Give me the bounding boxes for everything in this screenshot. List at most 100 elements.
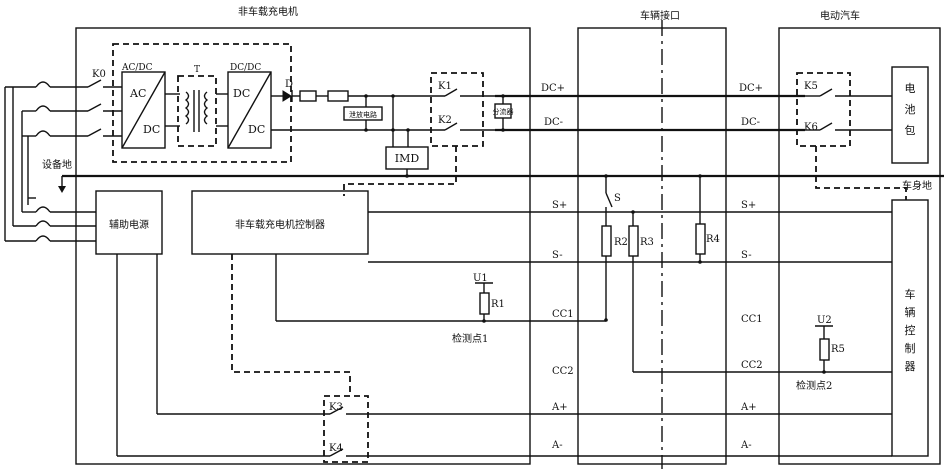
interface-title: 车辆接口 [640,9,680,22]
switch-contact-icon [87,103,102,112]
switch-contact-icon [329,406,344,415]
sp-left: S+ [552,200,567,211]
battery-pack [891,66,929,164]
vc-char-4: 制 [905,342,916,355]
plug-contact-icon [35,220,51,227]
controller-box [191,190,369,255]
k3-label: K3 [329,402,343,413]
cc2-left: CC2 [552,366,574,377]
dcm-left: DC- [544,117,563,128]
fuse-block [299,90,317,102]
vehicle-ground-label: 车身地 [902,179,932,192]
k1-k2-box [430,72,484,147]
detect1-label: 检测点1 [452,332,488,345]
resistor-r5 [819,338,830,361]
fuse-element [327,90,349,102]
k4-label: K4 [329,443,343,454]
k5-label: K5 [804,81,818,92]
dcdc-converter [227,71,272,149]
s-label: S [614,193,621,204]
resistor-r4 [695,223,706,255]
r1-label: R1 [491,299,505,310]
aux-power-text: 辅助电源 [109,218,149,231]
switch-contact-icon [444,88,458,97]
battery-char-2: 池 [905,103,916,116]
dcm-right: DC- [741,117,760,128]
dc2-text: DC [233,87,250,100]
battery-char-1: 电 [905,82,916,95]
power-module-box [112,43,292,163]
d-label: D [285,79,293,90]
vehicle-controller-box [891,199,929,457]
u1-label: U1 [473,273,488,284]
dcp-left: DC+ [541,83,565,94]
switch-contact-icon [87,128,102,137]
switch-contact-icon [87,79,102,88]
plug-contact-icon [35,130,51,137]
plug-contact-icon [35,206,51,213]
r2-label: R2 [614,237,628,248]
cc1-left: CC1 [552,309,574,320]
k2-label: K2 [438,115,452,126]
resistor-r3 [628,225,639,257]
switch-contact-icon [444,122,458,131]
ac-text: AC [129,87,146,100]
switch-contact-icon [819,88,833,97]
controller-text: 非车载充电机控制器 [235,218,325,231]
cc1-right: CC1 [741,314,763,325]
vc-char-3: 控 [905,323,916,337]
acdc-converter [121,71,166,149]
r3-label: R3 [640,237,654,248]
discharge-text: 泄放电路 [349,110,377,119]
aux-input [5,197,96,242]
resistor-r1 [479,292,490,315]
cc2-right: CC2 [741,360,763,371]
ap-left: A+ [551,402,568,413]
aux-power-box [95,190,163,255]
k0-label: K0 [92,69,106,80]
switch-contact-icon [329,448,344,457]
discharge-circuit [343,106,383,121]
switch-contact-icon [819,122,833,131]
t-label: T [194,65,200,75]
sm-left: S- [552,250,563,261]
ev-box [778,27,941,465]
shunt-text: 分流器 [493,107,514,116]
transformer-box [177,75,217,147]
battery-char-3: 包 [905,124,916,137]
sp-right: S+ [741,200,756,211]
plug-contact-icon [35,235,51,242]
vc-char-5: 器 [905,360,916,373]
acdc-label: AC/DC [121,63,153,73]
k1-label: K1 [438,81,452,92]
ev-title: 电动汽车 [820,9,860,22]
k5-k6-box [796,72,851,147]
ac-input [4,79,122,241]
imd-text: IMD [395,152,420,165]
plug-contact-icon [35,105,51,112]
plug-contact-icon [35,81,51,88]
sm-right: S- [741,250,752,261]
k6-label: K6 [804,122,818,133]
u2-label: U2 [817,315,832,326]
am-right: A- [740,440,752,451]
charger-box [75,27,531,465]
am-left: A- [551,440,563,451]
dc-text: DC [143,123,160,136]
dcp-right: DC+ [739,83,763,94]
equip-ground-label: 设备地 [42,158,72,171]
k3-k4-box [323,395,369,463]
r4-label: R4 [706,234,720,245]
detect2-label: 检测点2 [796,379,832,392]
switch-s-icon [605,192,613,208]
interface-box [577,27,727,465]
dcdc-label: DC/DC [230,63,261,73]
vc-char-1: 车 [905,287,916,301]
charger-title: 非车载充电机 [238,5,298,18]
resistor-r2 [601,225,612,257]
vc-char-2: 辆 [905,305,916,319]
dc3-text: DC [248,123,265,136]
transformer-icon [184,90,209,132]
r5-label: R5 [831,344,845,355]
